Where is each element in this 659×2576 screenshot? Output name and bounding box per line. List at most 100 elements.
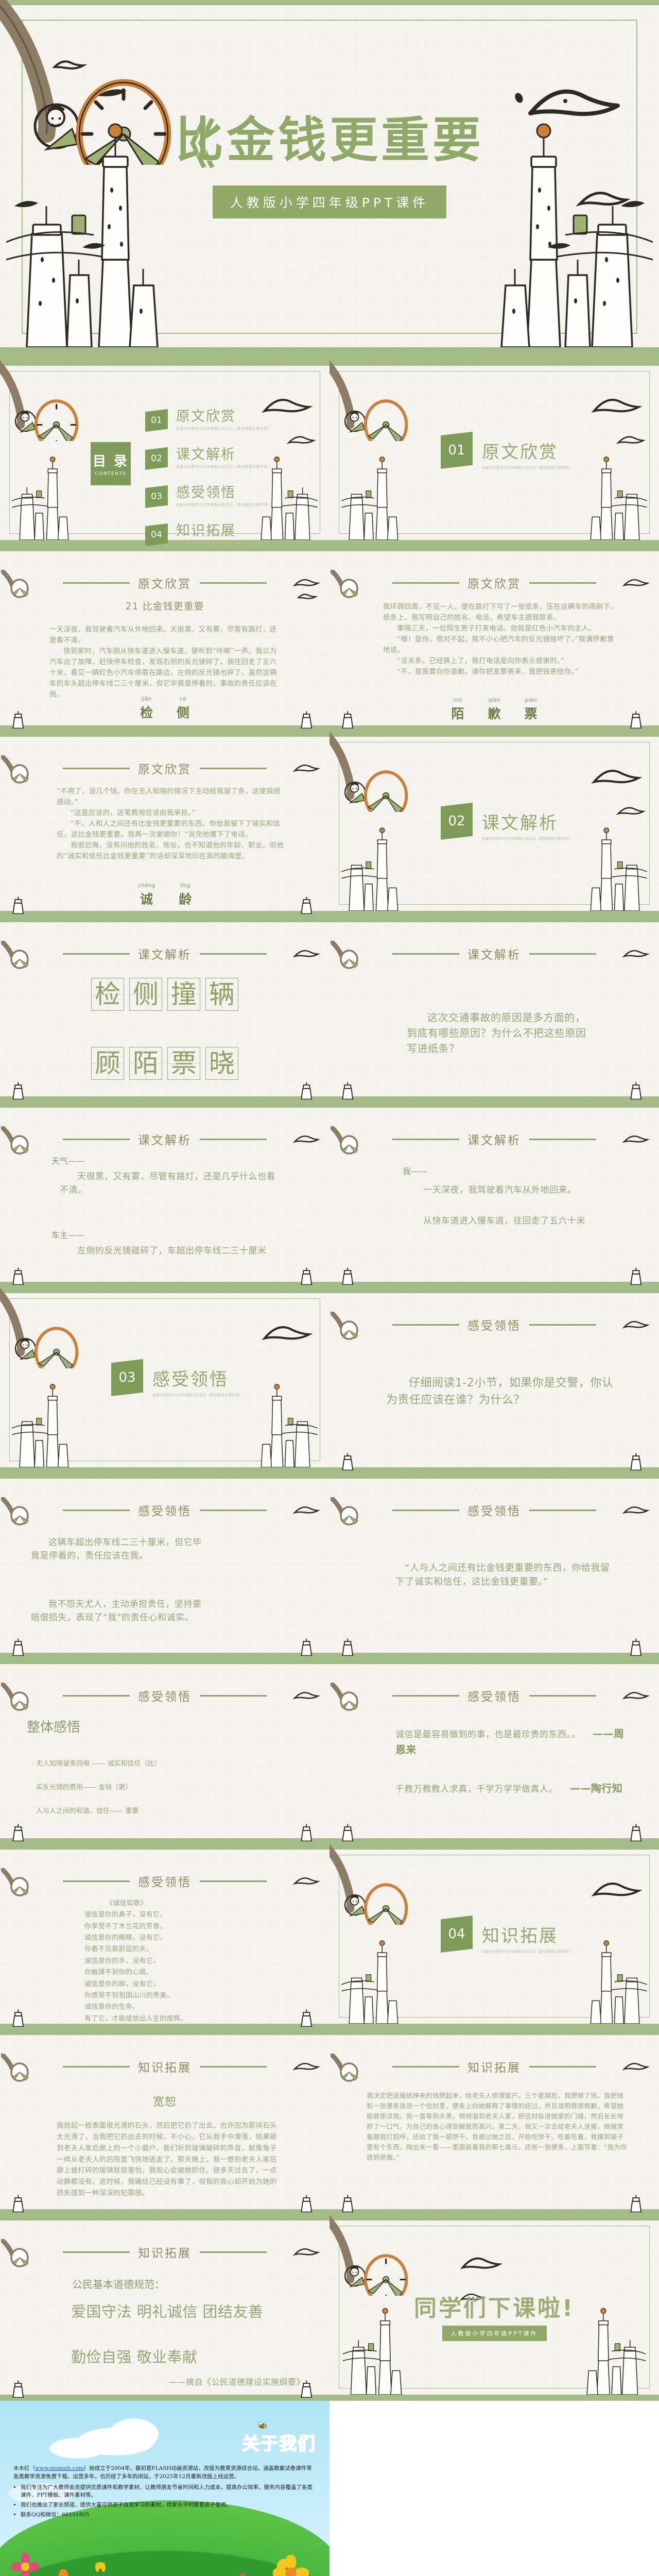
header-title: 感受领悟: [138, 1505, 192, 1518]
header-rule-left: [63, 2251, 130, 2253]
toc-item-title: 知识拓展: [176, 523, 236, 539]
about-us-banner[interactable]: 关于我们: [0, 2401, 330, 2576]
slide-ganshou-answer-1[interactable]: 感受领悟 这辆车超出停车线二三十厘米，但它毕竟是停着的，责任应该在我。 我不怨天…: [0, 1473, 330, 1659]
quote-2-text: 千教万教教人求真，千学万学学做真人。: [395, 1784, 558, 1794]
slide-kuanshu-2[interactable]: 知识拓展 我决定把送报纸挣来的钱攒起来，给老夫人修理窗户。三个星期后，我攒够了钱…: [330, 2030, 659, 2215]
header-rule-left: [392, 2065, 459, 2067]
norms-lead: 公民基本道德规范：: [72, 2278, 165, 2291]
pinyin-cell: chéng 诚: [138, 882, 155, 908]
toc-item-number: 04: [145, 523, 168, 546]
band-bot: [0, 2395, 330, 2401]
paren-close: ）: [83, 2465, 90, 2471]
slide-poem[interactable]: 感受领悟 《诚信如歌》 诚信是你的鼻子，没有它， 你享受不了木兰花的芳香。 诚信…: [0, 1844, 330, 2030]
pinyin: cè: [180, 696, 186, 702]
slide-civic-norms[interactable]: 知识拓展 公民基本道德规范： 爱国守法 明礼诚信 团结友善 勤俭自强 敬业奉献 …: [0, 2215, 330, 2401]
slide-kewen-me[interactable]: 课文解析 我—— 一天深夜，我驾驶着汽车从外地回来。 从快车道进入慢车道，往回走…: [330, 1103, 659, 1288]
slide-yuanwen-2[interactable]: 原文欣赏 我环顾四周，不见一人，便在路灯下写了一张纸条，压在这辆车的雨刷下。纸条…: [330, 546, 659, 732]
lesson-title: 21 比金钱更重要: [125, 601, 204, 612]
toc-item-1[interactable]: 01 原文欣赏 此部分内容作为文字排版占位显示（建议使用主题字体）: [145, 402, 309, 433]
toc-item-2[interactable]: 02 课文解析 此部分内容作为文字排版占位显示（建议使用主题字体）: [145, 440, 309, 471]
toc-item-4[interactable]: 04 知识拓展 此部分内容作为文字排版占位显示（建议使用主题字体）: [145, 516, 309, 546]
paren-open: （: [29, 2465, 36, 2471]
toc-item-3[interactable]: 03 感受领悟 此部分内容作为文字排版占位显示（建议使用主题字体）: [145, 478, 309, 509]
hanzi: 龄: [179, 892, 192, 907]
section-header: 课文解析: [0, 945, 330, 962]
hanzi: 诚: [140, 892, 153, 907]
band-top: [0, 546, 330, 551]
band-bot: [330, 911, 659, 917]
slide-ganshou-question[interactable]: 感受领悟 仔细阅读1-2小节，如果你是交警，你认为责任应该在谁？为什么？: [330, 1288, 659, 1473]
header-title: 原文欣赏: [467, 578, 521, 591]
slide-kewen-cause[interactable]: 课文解析 这次交通事故的原因是多方面的，到底有哪些原因？为什么不把这些原因写进纸…: [330, 917, 659, 1103]
band-bot: [330, 1653, 659, 1659]
poem-line: 你看不见那蔚蓝的天。: [84, 1945, 153, 1954]
norms-line-1: 爱国守法 明礼诚信 团结友善: [71, 2303, 264, 2320]
cloud-icon: [8, 2483, 75, 2504]
poem-line: 你触摸不到你的心跳。: [84, 1969, 153, 1977]
header-rule-left: [392, 1324, 459, 1326]
answer-paragraph-2: 我不怨天尤人，主动承担责任，坚持要赔偿损失，表现了“我”的责任心和诚实。: [31, 1599, 202, 1623]
slide-famous-quotes[interactable]: 感受领悟 诚信是最容易做到的事，也是最珍贵的东西。。 ——周恩来 千教万教教人求…: [330, 1659, 659, 1844]
toc-list: 01 原文欣赏 此部分内容作为文字排版占位显示（建议使用主题字体） 02 课文解…: [145, 402, 309, 546]
pinyin: chéng: [137, 882, 155, 889]
about-bullet: 我们也推出了家长频道，提供大量可供孩子自我学习的素材，供家长平时教育孩子使用。: [21, 2501, 317, 2510]
pinyin: mò: [453, 697, 462, 703]
site-url-link[interactable]: www.mumuh.com: [35, 2465, 84, 2471]
section-header: 课文解析: [330, 1130, 659, 1148]
band-top: [0, 1659, 330, 1664]
header-rule-right: [200, 767, 267, 769]
band-bot: [330, 2209, 659, 2215]
owner-body: 左侧的反光镜碰碎了，车超出停车线二三十厘米: [77, 1246, 267, 1256]
slide-thank-you[interactable]: 同学们下课啦! 人教版小学四年级PPT课件: [330, 2215, 659, 2401]
poem-line: 诚信是你的鼻子，没有它，: [84, 1911, 167, 1919]
band-bot: [330, 725, 659, 732]
poem-line: 你感受不到祖国山川的秀美。: [84, 1991, 174, 1999]
header-rule-right: [529, 1138, 596, 1140]
header-title: 知识拓展: [138, 2247, 192, 2260]
slide-kuanshu-1[interactable]: 知识拓展 宽恕 我拾起一枚表面很光滑的石头，然后把它扔了出去。也许因为那块石头太…: [0, 2030, 330, 2215]
paragraph: “噢！是你，很对不起，我不小心把汽车的反光镜碰坏了。”我满怀歉意地说。: [383, 635, 614, 654]
flower-icon: [238, 2573, 247, 2576]
slide-divider-01[interactable]: 01 原文欣赏 此部分内容作为文字排版占位显示（建议使用主题字体）: [330, 361, 659, 546]
band-bot: [330, 2395, 659, 2401]
band-bot: [0, 725, 330, 732]
header-rule-left: [63, 1138, 130, 1140]
header-title: 感受领悟: [138, 1690, 192, 1704]
band-bot: [0, 1282, 330, 1288]
slide-summary[interactable]: 感受领悟 整体感悟 · 无人知晓留条回电 —— 诚实和信任（比） 买反光镜的费用…: [0, 1659, 330, 1844]
character-cell: 侧: [129, 978, 162, 1011]
slide-yuanwen-1[interactable]: 原文欣赏 21 比金钱更重要 一天深夜，我驾驶着汽车从外地回来。天很黑，又有雾，…: [0, 546, 330, 732]
toc-item-title: 感受领悟: [176, 485, 236, 501]
band-bot: [330, 2024, 659, 2030]
character-cell: 顾: [91, 1047, 124, 1080]
pinyin-cell: líng 龄: [179, 882, 192, 908]
flower-icon: [273, 2555, 309, 2576]
pinyin-cell: mò 陌: [451, 697, 464, 722]
section-header: 感受领悟: [0, 1872, 330, 1890]
slide-toc[interactable]: 目 录 CONTENTS 01 原文欣赏 此部分内容作为文字排版占位显示（建议使…: [0, 361, 330, 546]
quote-1-author: ——周恩来: [395, 1727, 625, 1756]
slide-kewen-characters[interactable]: 课文解析 检 侧 撞 辆 顾 陌 票 晓: [0, 917, 330, 1103]
about-bullet: 我们专注为广大教师会员提供优质课件和教学素材，让教师朋友节省时间和人力成本，提高…: [21, 2484, 317, 2500]
slide-yuanwen-3[interactable]: 原文欣赏 “不用了，没几个钱。你在无人知晓的情况下主动给我留了条，这使我很感动。…: [0, 732, 330, 917]
divider-frame: [339, 1855, 650, 2018]
slide-divider-03[interactable]: 03 感受领悟 此部分内容作为文字排版占位显示（建议使用主题字体）: [0, 1288, 330, 1473]
slide-divider-02[interactable]: 02 课文解析 此部分内容作为文字排版占位显示（建议使用主题字体）: [330, 732, 659, 917]
quote-1-text: 诚信是最容易做到的事，也是最珍贵的东西。。: [395, 1730, 580, 1740]
slide-ganshou-answer-2[interactable]: 感受领悟 “人与人之间还有比金钱更重要的东西，你给我留下了诚实和信任，这比金钱更…: [330, 1473, 659, 1659]
toc-badge-cn: 目 录: [92, 454, 129, 469]
summary-line-2: 买反光镜的费用—— 金钱（更）: [36, 1784, 132, 1791]
paragraph: 快到家时，汽车刚从快车道进入慢车道，便听到“咔嚓”一声。我以为汽车出了故障，赶快…: [49, 647, 277, 699]
band-bot: [330, 540, 659, 546]
band-top: [330, 361, 659, 366]
slide-divider-04[interactable]: 04 知识拓展 此部分内容作为文字排版占位显示（建议使用主题字体）: [330, 1844, 659, 2030]
pinyin-row: chéng 诚 líng 龄: [0, 882, 330, 908]
hanzi: 陌: [451, 706, 464, 721]
slide-kewen-weather[interactable]: 课文解析 天气—— 天很黑，又有雾，尽管有路灯，还是几乎什么也看不清。 车主——…: [0, 1103, 330, 1288]
pinyin-cell: qiàn 歉: [488, 697, 500, 722]
cover-chevron-icon: 《: [164, 115, 215, 175]
quote-text: “人与人之间还有比金钱更重要的东西，你给我留下了诚实和信任，这比金钱更重要。”: [395, 1563, 610, 1587]
slide-cover[interactable]: 《 比金钱更重要 人教版小学四年级PPT课件: [0, 0, 659, 361]
weather-label: 天气——: [51, 1156, 85, 1166]
